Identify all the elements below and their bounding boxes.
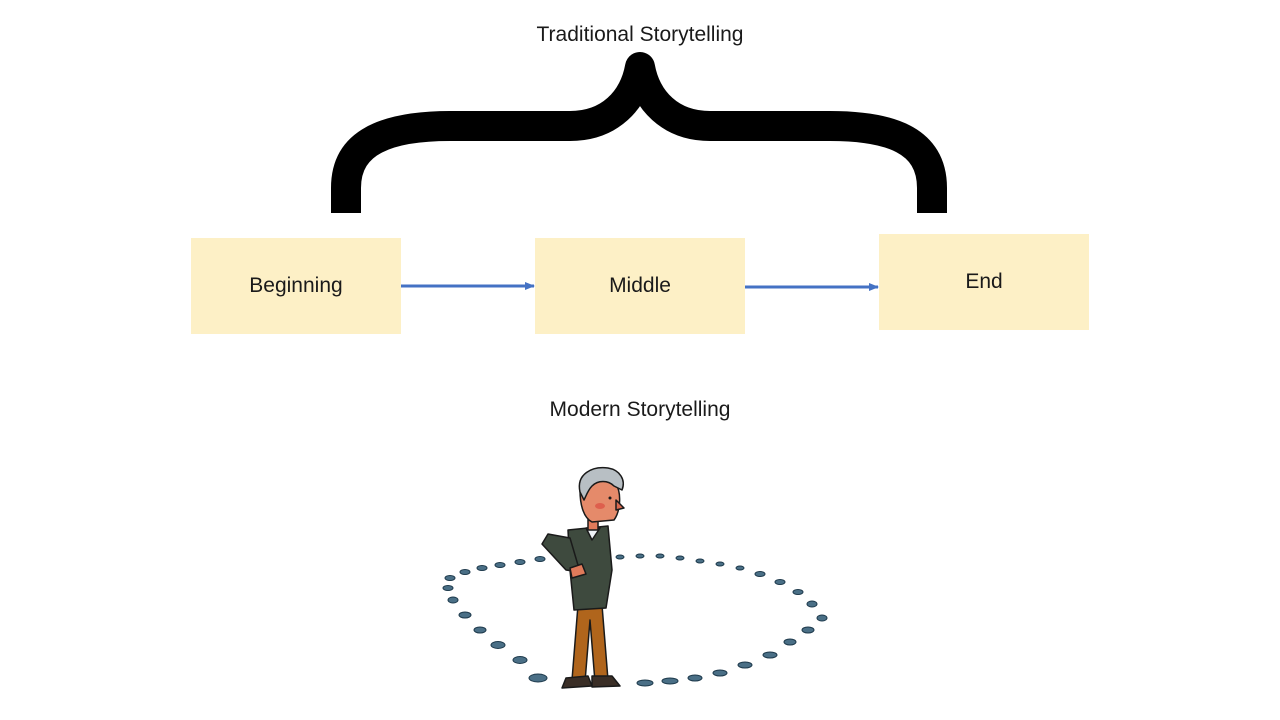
stage-arrows [401,282,879,291]
man-walking-in-circles-illustration [442,466,828,689]
stage-box-beginning: Beginning [191,238,401,334]
curly-brace [331,52,947,213]
stage-label-beginning: Beginning [249,274,343,297]
stage-box-middle: Middle [535,238,745,334]
stage-label-end: End [965,270,1003,293]
modern-storytelling-title: Modern Storytelling [549,398,731,421]
traditional-storytelling-title: Traditional Storytelling [536,23,744,46]
stage-box-end: End [879,234,1089,330]
stage-label-middle: Middle [609,274,671,297]
